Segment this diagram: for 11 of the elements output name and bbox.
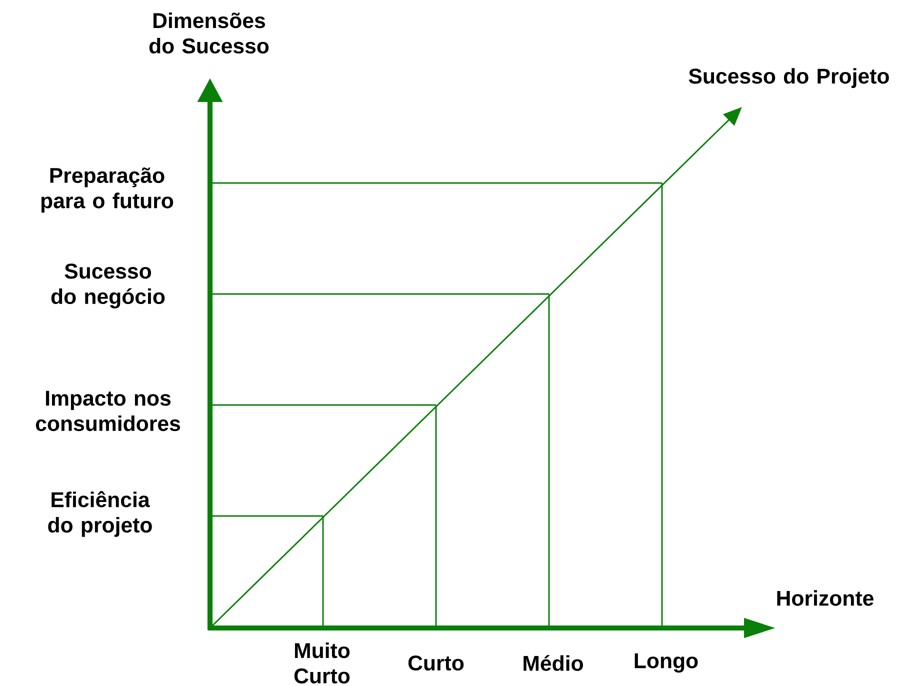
axis-label: Sucesso do negócio <box>51 264 165 308</box>
axis-label: Sucesso do Projeto <box>688 68 889 88</box>
axis-label: Médio <box>524 655 583 671</box>
axis-label: Muito Curto <box>294 642 350 684</box>
axis-label: Impacto nos consumidores <box>36 390 180 432</box>
axis-label: Preparação para o futuro <box>41 167 174 213</box>
axis-label: Dimensões do Sucesso <box>149 12 269 54</box>
axis-label: Horizonte <box>777 590 874 606</box>
axis-label: Longo <box>634 653 698 673</box>
axis-label: Eficiência do projeto <box>48 491 152 537</box>
axis-label: Curto <box>408 655 464 671</box>
